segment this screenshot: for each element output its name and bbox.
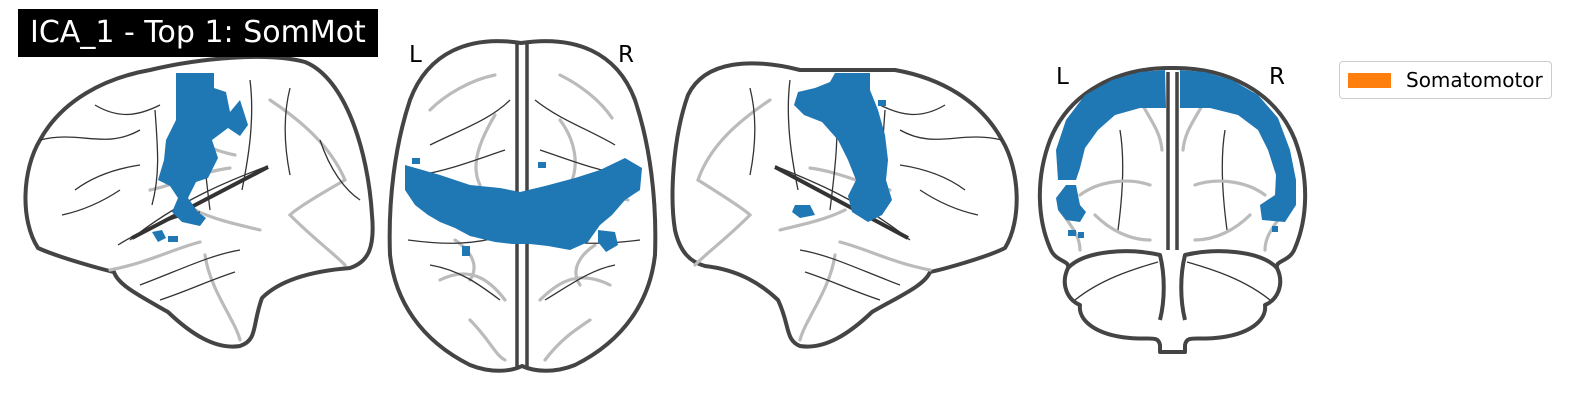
coronal-right-label: R xyxy=(1269,64,1285,90)
axial-left-label: L xyxy=(409,42,422,68)
coronal-left-label: L xyxy=(1056,64,1069,90)
axial-view xyxy=(387,39,658,373)
sagittal-left-view xyxy=(23,54,375,349)
figure-title: ICA_1 - Top 1: SomMot xyxy=(18,9,378,57)
sagittal-right-view xyxy=(670,61,1019,349)
coronal-view xyxy=(1037,66,1308,354)
legend-swatch xyxy=(1348,73,1391,88)
legend-label: Somatomotor xyxy=(1406,68,1543,92)
legend: Somatomotor xyxy=(1339,61,1552,99)
axial-right-label: R xyxy=(618,42,634,68)
